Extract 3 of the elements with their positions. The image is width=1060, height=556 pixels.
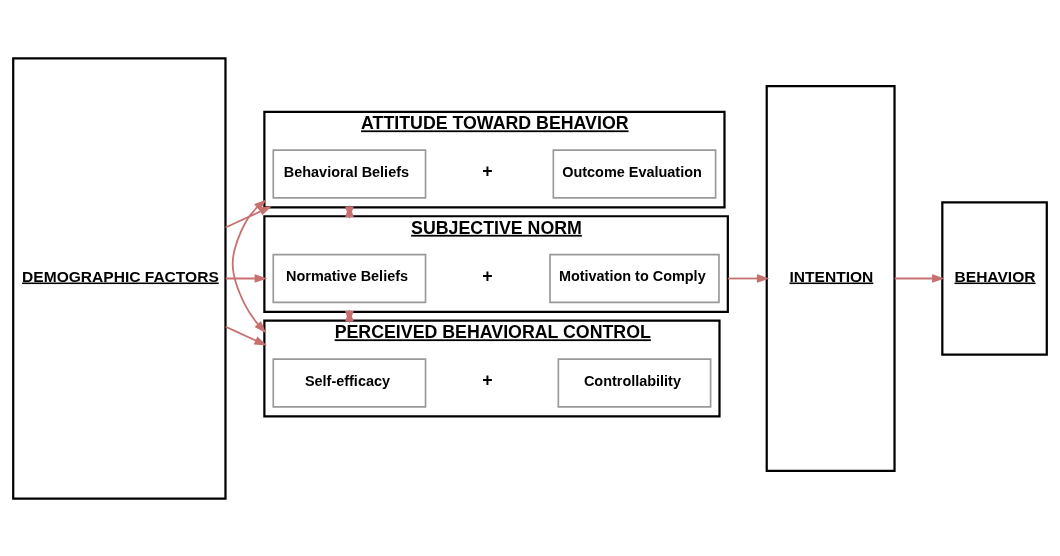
label: +: [482, 160, 493, 181]
label: +: [482, 369, 493, 390]
label: +: [482, 265, 493, 286]
